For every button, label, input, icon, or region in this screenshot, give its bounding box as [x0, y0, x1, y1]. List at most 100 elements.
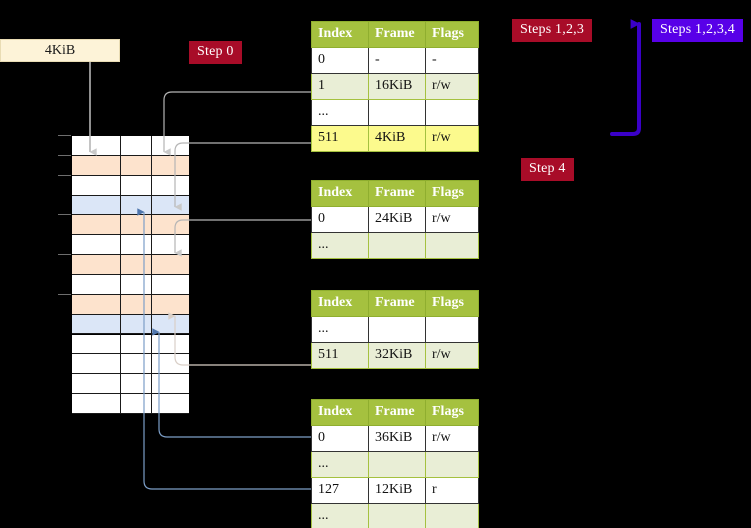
column-header-index: Index — [311, 21, 369, 48]
entry-index: 511 — [311, 342, 369, 369]
table-row: ... — [311, 232, 479, 259]
column-header-flags: Flags — [425, 399, 479, 426]
column-header-flags: Flags — [425, 21, 479, 48]
entry-frame — [368, 316, 426, 343]
memory-row-tick — [58, 135, 71, 136]
entry-index: 0 — [311, 425, 369, 452]
column-header-frame: Frame — [368, 21, 426, 48]
entry-index: 0 — [311, 206, 369, 233]
entry-index: 1 — [311, 73, 369, 100]
table-header-row: Index Frame Flags — [311, 399, 479, 426]
entry-frame: 36KiB — [368, 425, 426, 452]
table-row: ... — [311, 99, 479, 126]
step-4-badge: Step 4 — [521, 158, 574, 181]
steps-123-label: Steps 1,2,3 — [520, 22, 585, 37]
source-address-label: 4KiB — [44, 43, 76, 58]
step-0-label: Step 0 — [197, 44, 234, 59]
entry-frame: 32KiB — [368, 342, 426, 369]
entry-index: 511 — [311, 125, 369, 152]
memory-frame-row — [72, 235, 189, 256]
memory-row-tick — [58, 254, 71, 256]
entry-frame — [368, 503, 426, 528]
column-header-frame: Frame — [368, 180, 426, 207]
table-header-row: Index Frame Flags — [311, 21, 479, 48]
entry-frame — [368, 232, 426, 259]
entry-index: ... — [311, 99, 369, 126]
entry-index: ... — [311, 316, 369, 343]
column-header-flags: Flags — [425, 290, 479, 317]
table-row: 0-- — [311, 47, 479, 74]
memory-frame-row — [72, 394, 189, 414]
entry-frame: - — [368, 47, 426, 74]
entry-frame: 4KiB — [368, 125, 426, 152]
entry-frame — [368, 451, 426, 478]
memory-frame-row — [72, 274, 189, 295]
table-row: ... — [311, 503, 479, 528]
memory-frame-row — [72, 136, 189, 156]
memory-row-tick — [58, 174, 71, 176]
memory-row-tick — [58, 293, 71, 295]
memory-row-tick — [58, 154, 71, 156]
memory-row-tick — [58, 214, 71, 216]
memory-column-divider-2 — [151, 136, 152, 414]
entry-index: ... — [311, 503, 369, 528]
entry-flags: r/w — [425, 73, 479, 100]
memory-frame-row — [72, 195, 189, 216]
memory-column-divider-1 — [120, 136, 121, 414]
column-header-flags: Flags — [425, 180, 479, 207]
table-row: ... — [311, 316, 479, 343]
entry-flags: r/w — [425, 206, 479, 233]
steps-1234-badge: Steps 1,2,3,4 — [652, 19, 743, 42]
step-0-badge: Step 0 — [189, 41, 242, 64]
entry-flags: r/w — [425, 125, 479, 152]
memory-frame-row — [72, 255, 189, 275]
memory-frame-row — [72, 354, 189, 375]
entry-frame — [368, 99, 426, 126]
memory-frame-row — [72, 314, 189, 335]
entry-flags: r/w — [425, 425, 479, 452]
table-header-row: Index Frame Flags — [311, 290, 479, 317]
column-header-frame: Frame — [368, 290, 426, 317]
physical-memory-column — [71, 135, 190, 415]
entry-flags: - — [425, 47, 479, 74]
step-4-label: Step 4 — [529, 161, 566, 176]
steps-1234-label: Steps 1,2,3,4 — [660, 22, 735, 37]
memory-frame-row — [72, 294, 189, 315]
entry-index: 127 — [311, 477, 369, 504]
memory-frame-row — [72, 175, 189, 196]
column-header-index: Index — [311, 399, 369, 426]
entry-index: ... — [311, 451, 369, 478]
entry-flags — [425, 316, 479, 343]
column-header-index: Index — [311, 180, 369, 207]
entry-index: ... — [311, 232, 369, 259]
table-header-row: Index Frame Flags — [311, 180, 479, 207]
entry-frame: 24KiB — [368, 206, 426, 233]
memory-frame-row — [72, 155, 189, 176]
memory-frame-row — [72, 334, 189, 355]
column-header-index: Index — [311, 290, 369, 317]
entry-flags — [425, 99, 479, 126]
entry-flags — [425, 232, 479, 259]
steps-123-badge: Steps 1,2,3 — [512, 19, 593, 42]
entry-flags: r/w — [425, 342, 479, 369]
table-row: ... — [311, 451, 479, 478]
entry-index: 0 — [311, 47, 369, 74]
entry-flags: r — [425, 477, 479, 504]
entry-flags — [425, 451, 479, 478]
memory-frame-row — [72, 215, 189, 236]
memory-frame-row — [72, 374, 189, 395]
entry-flags — [425, 503, 479, 528]
entry-frame: 16KiB — [368, 73, 426, 100]
entry-frame: 12KiB — [368, 477, 426, 504]
